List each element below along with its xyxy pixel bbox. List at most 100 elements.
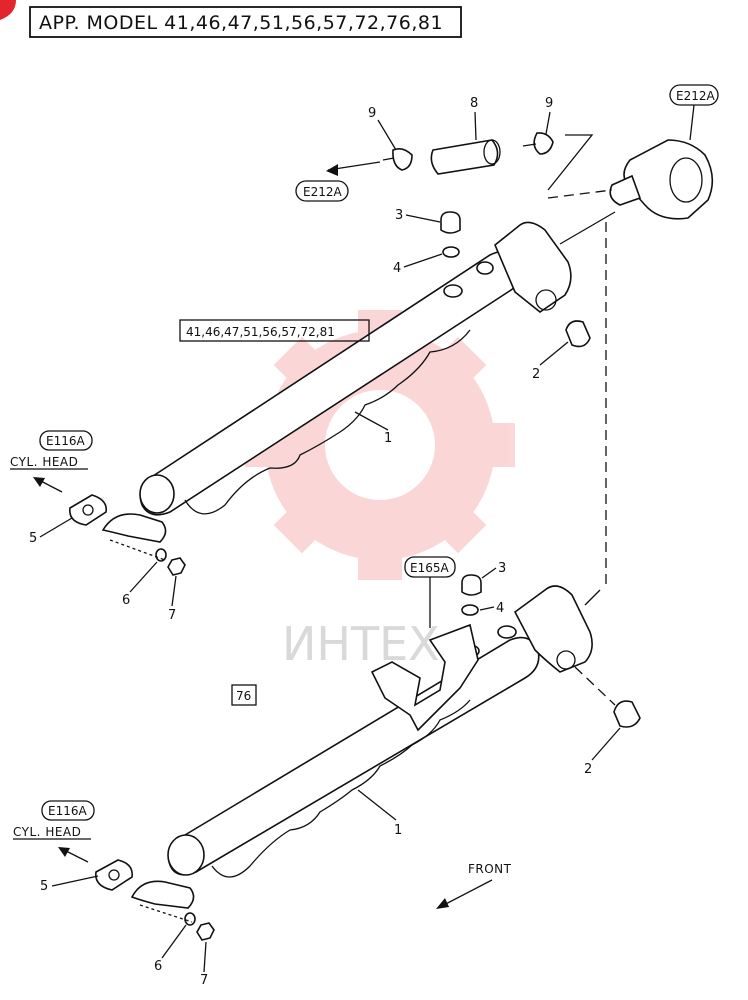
leader-9b [545,111,551,135]
callout-lower-4: 4 [496,601,504,616]
lower-assembly [58,574,641,941]
watermark-text: ИНТЕХ [282,617,440,671]
page-title: APP. MODEL 41,46,47,51,56,57,72,76,81 [39,12,443,34]
cyl-head-upper: CYL. HEAD [10,455,78,469]
callout-upper-7: 7 [168,608,176,623]
ref-e116a-lower-box [41,800,95,821]
arrow-head-cyl-lower [58,847,70,857]
thermostat-bore [669,157,703,203]
callout-upper-5: 5 [29,531,37,546]
leader-7-lower [203,941,207,973]
arrow-head-front [436,898,449,909]
leader-3-upper [405,214,441,223]
leader-9a [377,119,397,151]
callout-upper-3: 3 [395,208,403,223]
ref-e116a-upper: E116A [46,434,85,448]
flange-bore-upper [535,289,557,311]
callout-lower-7: 7 [200,973,208,988]
leader-6-lower [161,924,187,959]
pipe-end-cap-upper [139,474,175,514]
upper-assembly [33,132,714,606]
leader-3-lower [481,567,497,579]
centerline-plug-lower [574,666,616,706]
leader-2-lower [591,727,621,761]
ref-e212a-top-leader [689,104,695,141]
manifold-lobes-upper [184,329,471,515]
cap-upper [440,211,461,234]
title-box [29,6,462,38]
leader-4-lower [479,606,495,611]
ref-e116a-upper-box [39,430,93,451]
plug-lower [613,700,641,728]
ref-e116a-lower: E116A [48,804,87,818]
outlet-bend-upper [101,513,167,543]
manifold-pipe-lower [167,636,540,876]
callout-upper-9a: 9 [368,106,376,121]
gasket-hole-lower [108,869,120,881]
plug-upper [565,320,591,348]
ref-e212a-left: E212A [303,185,342,199]
gasket-lower [95,859,134,891]
flange-bore-lower [556,650,576,670]
nut-upper [167,557,186,576]
callout-upper-9b: 9 [545,96,553,111]
leader-6-upper [129,561,158,593]
manifold-lobes-lower [211,699,471,878]
washer-upper [155,548,167,562]
callout-lower-6: 6 [154,959,162,974]
centerline-tail [584,589,601,606]
seal-washer-lower [461,604,479,616]
stud-line-upper [109,539,166,561]
model-lower-box [231,684,257,706]
callout-upper-2: 2 [532,367,540,382]
seal-washer-upper [442,246,460,258]
leader-1-lower [357,789,397,821]
gasket-upper [69,494,108,526]
model-lower: 76 [236,689,251,703]
centerline-a [547,189,613,199]
arrow-head-e212a-left [326,164,338,176]
gasket-hole-upper [82,504,94,516]
boss-lower-b [497,625,517,639]
washer-lower [184,912,196,926]
callout-lower-5: 5 [40,879,48,894]
ref-e165a: E165A [410,561,449,575]
arrow-head-cyl-upper [33,477,45,487]
thermostat-outlet [609,174,642,206]
ref-e212a-left-box [295,180,349,202]
boss-upper-b [476,261,494,275]
clamp-right [533,132,554,155]
clamp-left-screw [382,157,395,161]
callout-upper-8: 8 [470,96,478,111]
cyl-head-lower: CYL. HEAD [13,825,81,839]
flange-housing-upper [494,221,572,313]
ref-e212a-top: E212A [676,89,715,103]
leader-housing [559,211,616,245]
models-upper: 41,46,47,51,56,57,72,81 [186,325,335,339]
models-upper-box [179,319,370,342]
boss-upper-a [443,284,463,298]
clamp-left [392,148,413,171]
pipe-end-cap-lower [167,834,205,876]
break-mark [547,134,594,191]
leader-5-lower [51,875,99,887]
leader-7-upper [171,575,177,607]
callout-upper-4: 4 [393,261,401,276]
leader-2-upper [539,341,569,366]
cap-lower [461,574,482,596]
leader-4-upper [403,253,443,268]
hose-8 [430,139,499,175]
callout-upper-6: 6 [122,593,130,608]
nut-lower [196,922,215,941]
callout-lower-2: 2 [584,762,592,777]
callout-lower-1: 1 [394,823,402,838]
bracket-lower [370,623,479,732]
leader-1-upper [354,411,389,431]
corner-badge [0,0,16,20]
callout-lower-3: 3 [498,561,506,576]
leader-5-upper [39,517,73,538]
thermostat-housing [623,139,714,220]
outlet-bend-lower [130,880,195,909]
callout-upper-1: 1 [384,431,392,446]
